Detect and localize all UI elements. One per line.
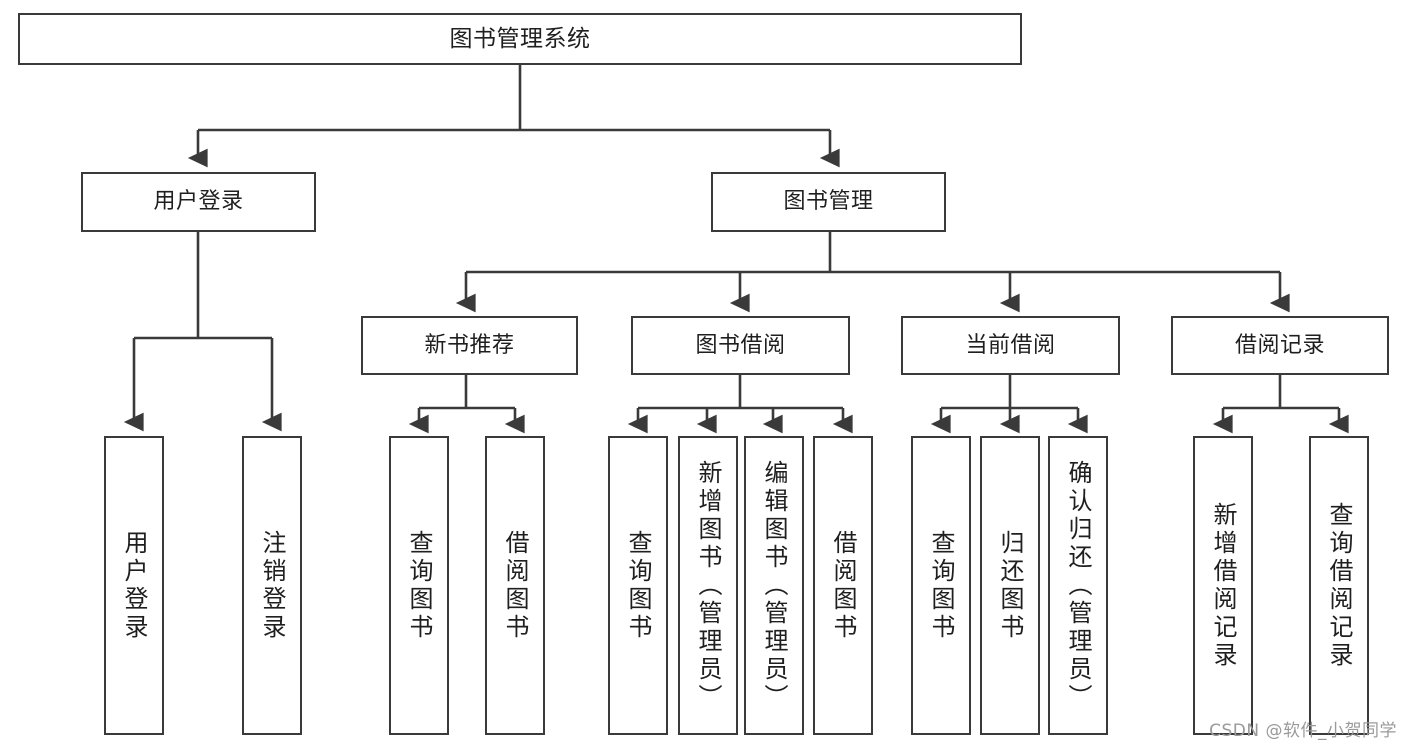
node-label: 新书推荐 bbox=[424, 332, 515, 358]
node-label: 用户登录 bbox=[120, 529, 148, 642]
leaf-user-login-signout[interactable]: 注销登录 bbox=[242, 436, 302, 735]
node-label: 查询图书 bbox=[927, 529, 955, 642]
node-label: 借阅图书 bbox=[501, 529, 529, 642]
leaf-book-borrow-query[interactable]: 查询图书 bbox=[608, 436, 668, 735]
node-book-borrow[interactable]: 图书借阅 bbox=[631, 316, 850, 375]
node-label: 归还图书 bbox=[996, 529, 1024, 642]
leaf-borrow-record-query[interactable]: 查询借阅记录 bbox=[1309, 436, 1369, 735]
node-label: 借阅图书 bbox=[829, 529, 857, 642]
leaf-current-borrow-query[interactable]: 查询图书 bbox=[911, 436, 971, 735]
node-label: 用户登录 bbox=[153, 189, 244, 215]
node-label: 当前借阅 bbox=[965, 332, 1056, 358]
leaf-new-book-query[interactable]: 查询图书 bbox=[389, 436, 449, 735]
leaf-current-borrow-confirm-admin[interactable]: 确认归还（管理员） bbox=[1048, 436, 1108, 735]
node-label: 图书管理 bbox=[783, 189, 874, 215]
node-label: 确认归还（管理员） bbox=[1064, 459, 1092, 712]
node-label: 注销登录 bbox=[258, 529, 286, 642]
leaf-book-borrow-borrow[interactable]: 借阅图书 bbox=[813, 436, 873, 735]
node-label: 查询图书 bbox=[405, 529, 433, 642]
leaf-current-borrow-return[interactable]: 归还图书 bbox=[980, 436, 1040, 735]
node-label: 图书借阅 bbox=[695, 332, 786, 358]
node-borrow-record[interactable]: 借阅记录 bbox=[1171, 316, 1389, 375]
node-root-system[interactable]: 图书管理系统 bbox=[18, 13, 1022, 65]
node-label: 新增图书（管理员） bbox=[694, 459, 722, 712]
leaf-borrow-record-add[interactable]: 新增借阅记录 bbox=[1193, 436, 1253, 735]
node-label: 编辑图书（管理员） bbox=[760, 459, 788, 712]
leaf-new-book-borrow[interactable]: 借阅图书 bbox=[485, 436, 545, 735]
node-book-management[interactable]: 图书管理 bbox=[711, 172, 946, 232]
watermark-text: CSDN @软件_小贺同学 bbox=[1209, 721, 1397, 741]
leaf-book-borrow-add-admin[interactable]: 新增图书（管理员） bbox=[678, 436, 738, 735]
leaf-user-login-signin[interactable]: 用户登录 bbox=[104, 436, 164, 735]
node-user-login[interactable]: 用户登录 bbox=[81, 172, 316, 232]
node-label: 图书管理系统 bbox=[449, 25, 591, 52]
node-label: 查询图书 bbox=[624, 529, 652, 642]
leaf-book-borrow-edit-admin[interactable]: 编辑图书（管理员） bbox=[744, 436, 804, 735]
node-new-book-recommend[interactable]: 新书推荐 bbox=[361, 316, 578, 375]
node-label: 新增借阅记录 bbox=[1209, 501, 1237, 670]
node-current-borrow[interactable]: 当前借阅 bbox=[901, 316, 1120, 375]
node-label: 查询借阅记录 bbox=[1325, 501, 1353, 670]
node-label: 借阅记录 bbox=[1234, 332, 1325, 358]
